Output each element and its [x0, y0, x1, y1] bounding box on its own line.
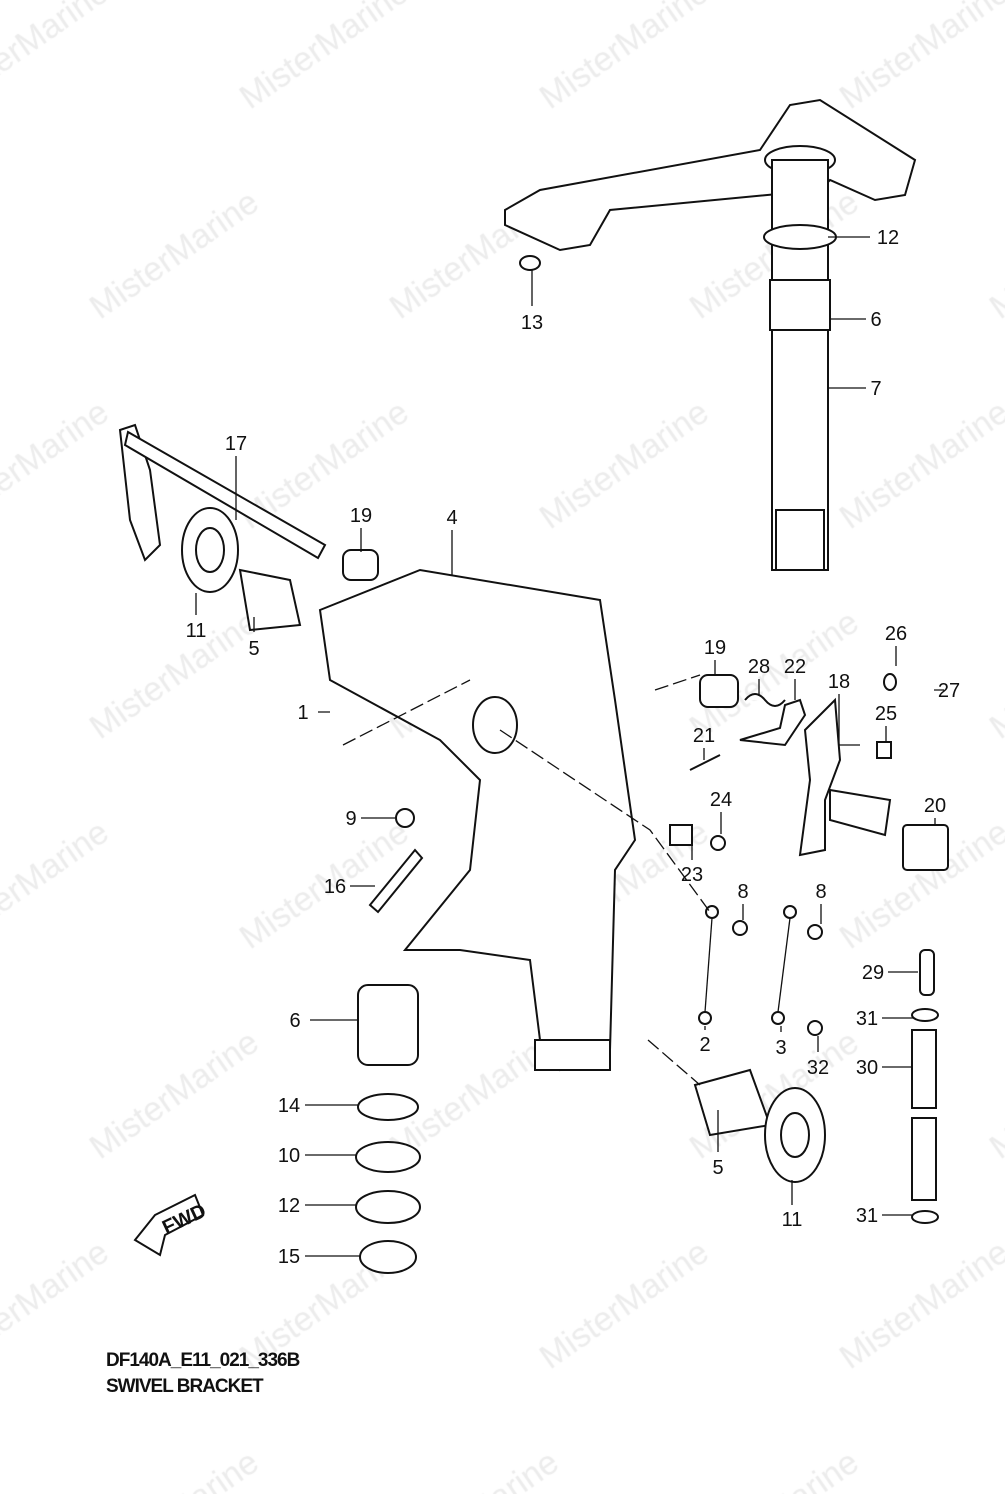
callout: 28 [748, 656, 770, 678]
callout: 24 [710, 789, 732, 811]
diagram-title: SWIVEL BRACKET [106, 1376, 264, 1397]
bolt-9 [395, 808, 415, 828]
callout: 9 [345, 808, 356, 830]
callout: 19 [350, 505, 372, 527]
callout: 19 [704, 637, 726, 659]
plate-23 [669, 824, 693, 846]
clip-31-top [911, 1008, 939, 1022]
callout: 5 [712, 1157, 723, 1179]
hose-30 [911, 1029, 937, 1201]
bushing-6-bottom [357, 984, 419, 1066]
callout: 12 [278, 1195, 300, 1217]
callout-labels: 12 6 7 13 17 19 4 11 5 19 28 22 26 18 27… [186, 227, 961, 1268]
callout: 20 [924, 795, 946, 817]
bushing-5-bottom [693, 1068, 772, 1137]
callout: 11 [186, 620, 207, 642]
callout: 7 [870, 378, 881, 400]
tilt-tube-part [118, 423, 327, 562]
callout: 8 [815, 881, 826, 903]
swivel-bracket-part [318, 568, 637, 1072]
bushing-5-top [238, 568, 302, 632]
link-16 [368, 848, 424, 914]
callout: 10 [278, 1145, 300, 1167]
steering-shaft-part [763, 159, 837, 571]
bushing-19-left [342, 549, 379, 581]
bolt-24 [710, 835, 726, 851]
callout: 26 [885, 623, 907, 645]
callout: 31 [856, 1205, 878, 1227]
grip-20 [902, 824, 949, 871]
bolt-13 [519, 255, 541, 271]
leader-lines [195, 236, 944, 1257]
callout: 2 [699, 1034, 710, 1056]
bolt-32 [807, 1020, 823, 1036]
washer-12 [355, 1190, 421, 1224]
clip-31-bottom [911, 1210, 939, 1224]
pin-29 [919, 949, 935, 996]
washer-26 [883, 673, 897, 691]
callout: 4 [446, 507, 457, 529]
fwd-arrow-icon: FWD [133, 1193, 210, 1257]
bolt-8-b [807, 924, 823, 940]
callout: 30 [856, 1057, 878, 1079]
nut-25 [876, 741, 892, 759]
ground-wire-3 [771, 905, 797, 1025]
callout: 29 [862, 962, 884, 984]
callout: 6 [870, 309, 881, 331]
washer-11-top [181, 507, 239, 593]
callout: 21 [693, 725, 715, 747]
callout: 22 [784, 656, 806, 678]
callout: 12 [877, 227, 899, 249]
spring-28 [744, 693, 786, 707]
callout: 15 [278, 1246, 300, 1268]
callout: 1 [297, 702, 308, 724]
lever-18 [798, 697, 892, 857]
callout: 5 [248, 638, 259, 660]
callout: 23 [681, 864, 703, 886]
callout: 13 [521, 312, 543, 334]
callout: 27 [938, 680, 960, 702]
callout: 16 [324, 876, 346, 898]
callout: 14 [278, 1095, 300, 1117]
callout: 25 [875, 703, 897, 725]
callout: 11 [782, 1209, 803, 1231]
lever-22 [739, 698, 807, 747]
callout: 17 [225, 433, 247, 455]
steering-arm-part [504, 98, 917, 252]
callout: 32 [807, 1057, 829, 1079]
callout: 6 [289, 1010, 300, 1032]
bushing-19-right [699, 674, 739, 708]
washer-10 [355, 1141, 421, 1173]
washer-11-bottom [764, 1087, 826, 1183]
snap-ring-15 [359, 1240, 417, 1274]
callout: 3 [775, 1037, 786, 1059]
bolt-8-a [732, 920, 748, 936]
washer-14 [357, 1093, 419, 1121]
diagram-code: DF140A_E11_021_336B [106, 1350, 300, 1371]
callout: 31 [856, 1008, 878, 1030]
callout: 18 [828, 671, 850, 693]
spring-21 [689, 754, 721, 771]
ground-wire-2 [698, 905, 719, 1025]
callout: 8 [737, 881, 748, 903]
